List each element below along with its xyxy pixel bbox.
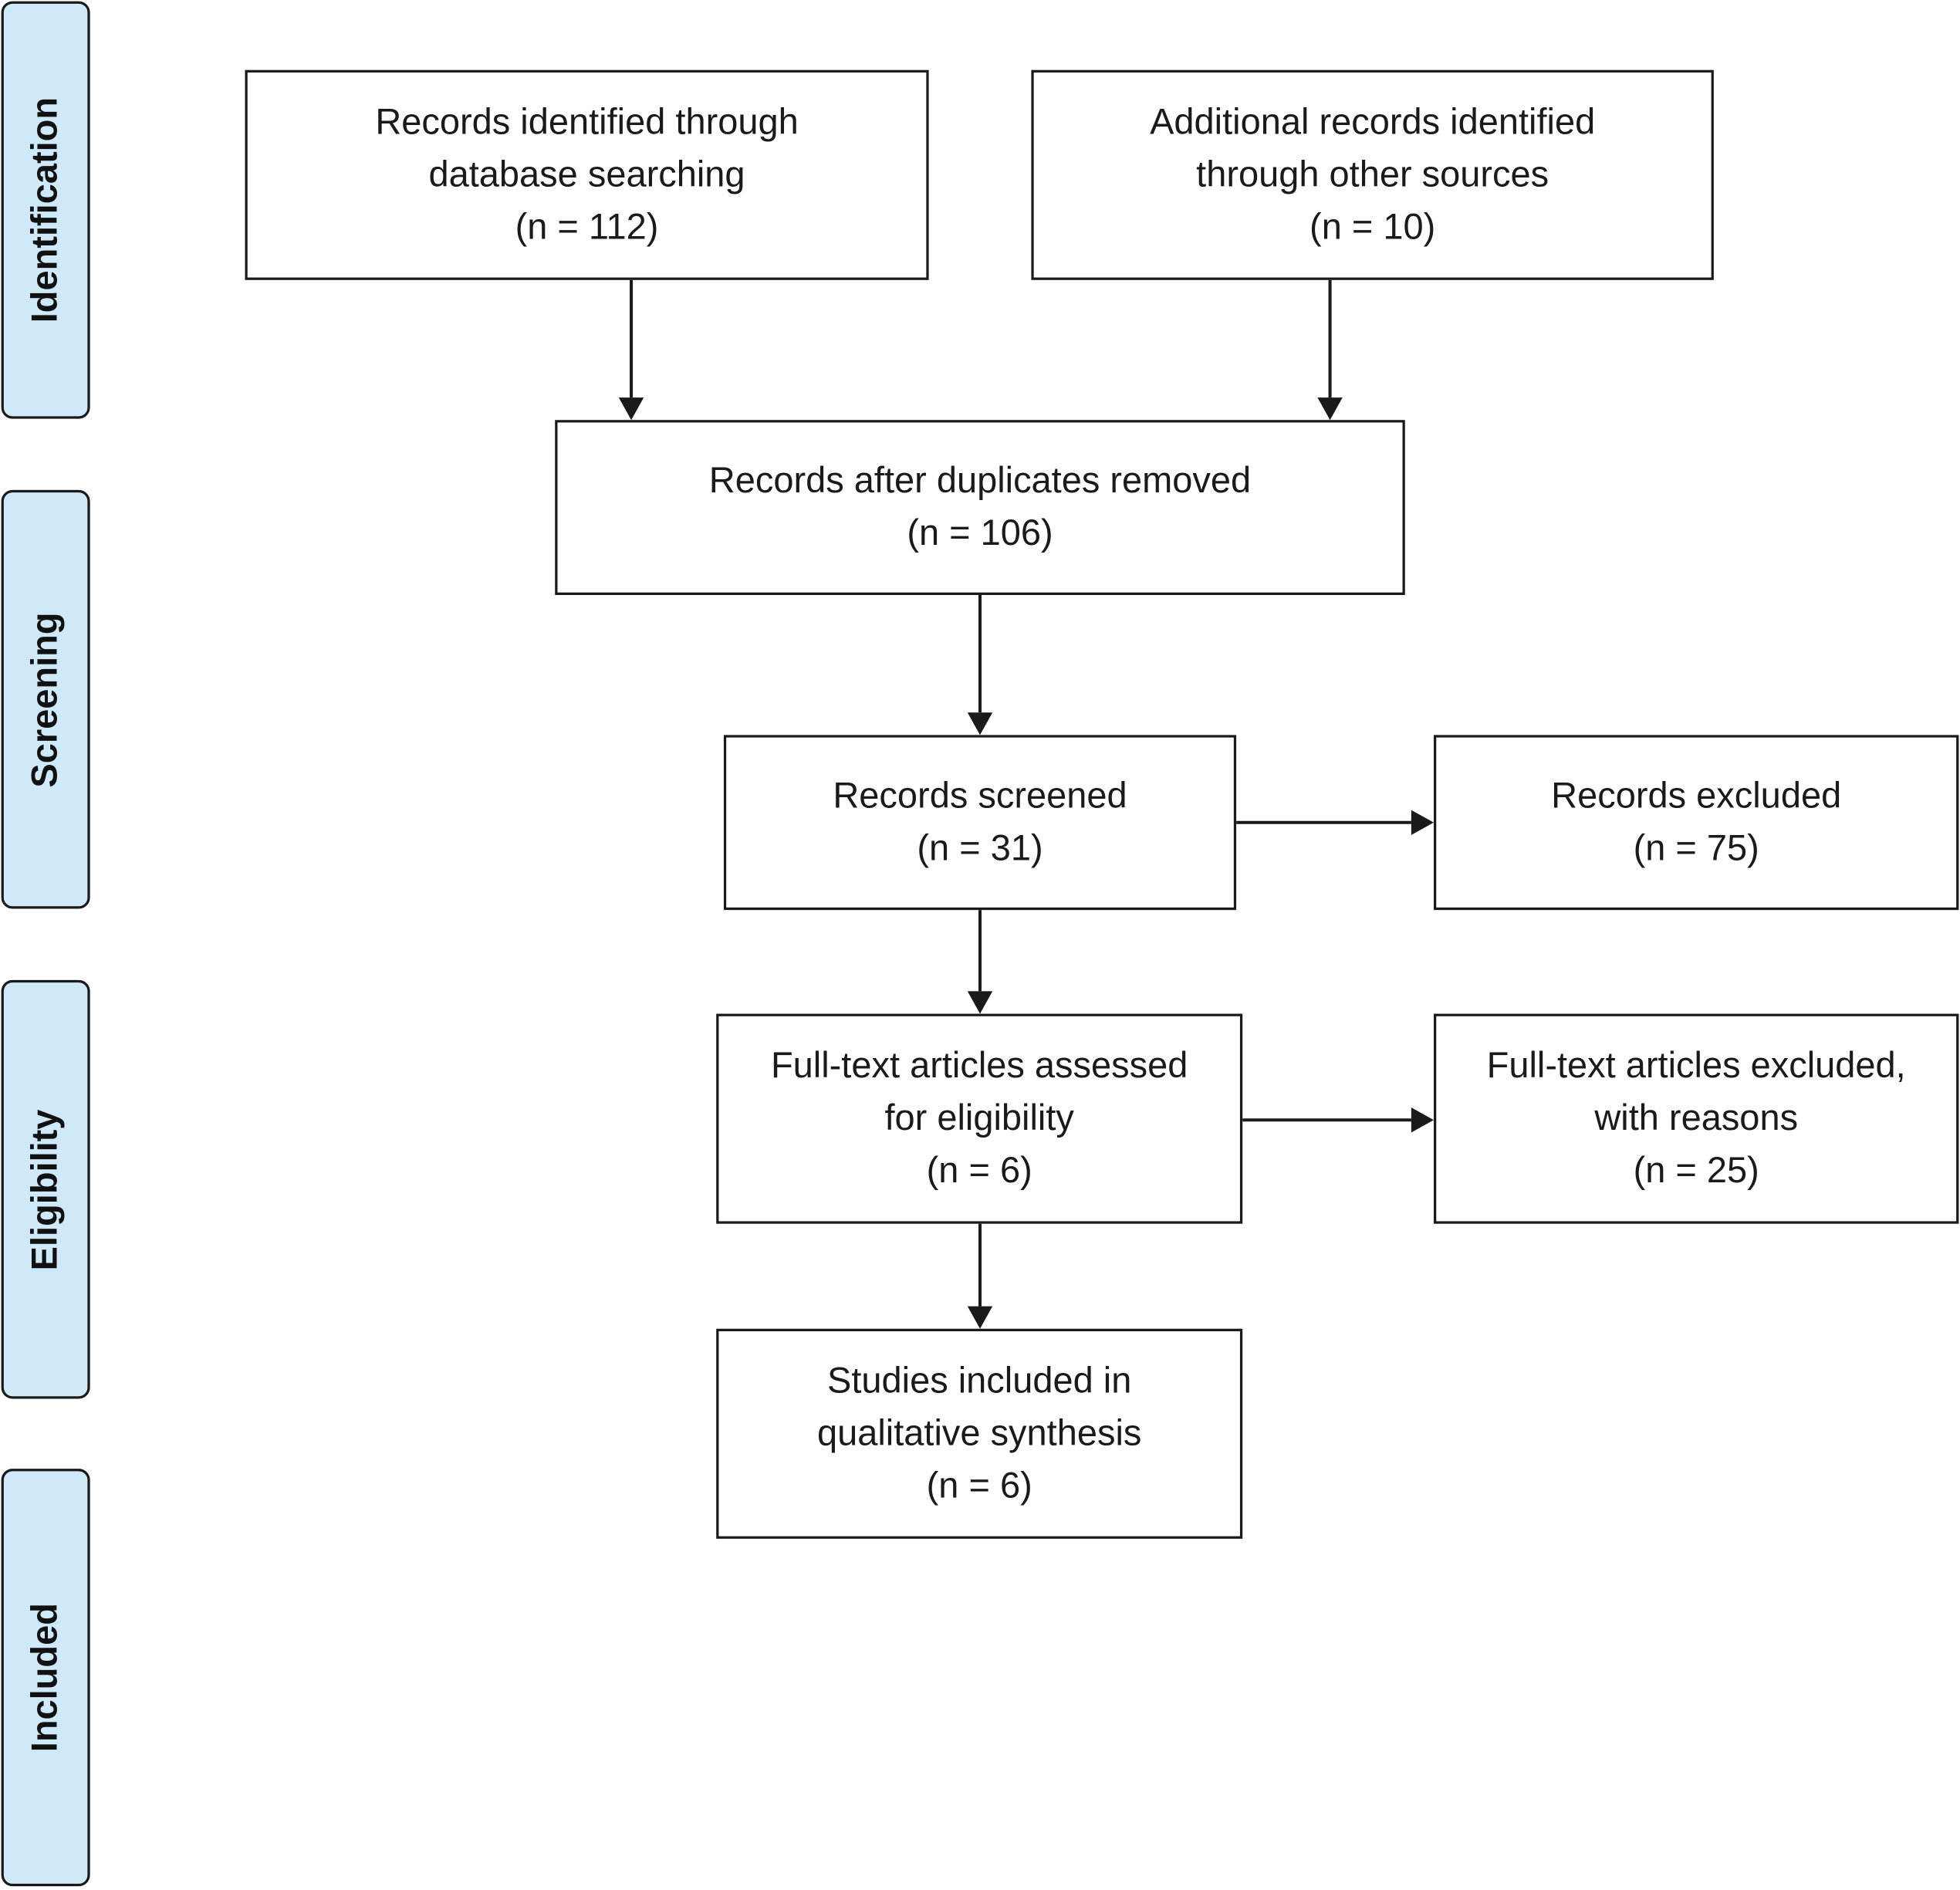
phase-eligibility: Eligibility xyxy=(1,979,90,1399)
box-database-line1: Records identified through xyxy=(375,102,799,143)
box-fulltext-assessed: Full-text articles assessed for eligibil… xyxy=(716,1013,1243,1224)
arrowhead-screened xyxy=(967,712,993,735)
box-database-line2: database searching xyxy=(428,154,745,195)
box-other-sources: Additional records identified through ot… xyxy=(1031,69,1714,280)
box-other-count: (n = 10) xyxy=(1309,207,1436,248)
box-records-screened: Records screened (n = 31) xyxy=(723,735,1237,911)
arrowhead-excluded xyxy=(1411,810,1435,835)
box-fulltext-line2: for eligibility xyxy=(884,1098,1074,1139)
arrowhead-database xyxy=(618,397,644,421)
box-duplicates-count: (n = 106) xyxy=(907,513,1053,554)
box-other-line2: through other sources xyxy=(1196,154,1549,195)
box-other-line1: Additional records identified xyxy=(1150,102,1596,143)
box-database-records: Records identified through database sear… xyxy=(245,69,929,280)
box-after-duplicates: Records after duplicates removed (n = 10… xyxy=(555,420,1405,595)
arrowhead-fulltext-excluded xyxy=(1411,1107,1435,1133)
phase-included: Included xyxy=(1,1469,90,1887)
box-screened-line1: Records screened xyxy=(833,776,1127,817)
box-fulltext-excluded-count: (n = 25) xyxy=(1633,1151,1759,1192)
box-records-excluded: Records excluded (n = 75) xyxy=(1434,735,1959,911)
box-included-line2: qualitative synthesis xyxy=(816,1413,1142,1454)
box-fulltext-count: (n = 6) xyxy=(926,1151,1032,1192)
box-duplicates-line1: Records after duplicates removed xyxy=(708,461,1252,502)
box-database-count: (n = 112) xyxy=(515,207,659,248)
box-fulltext-excluded-line2: with reasons xyxy=(1594,1098,1799,1139)
box-excluded-count: (n = 75) xyxy=(1633,828,1759,869)
box-fulltext-line1: Full-text articles assessed xyxy=(770,1046,1188,1087)
box-included-count: (n = 6) xyxy=(926,1466,1032,1506)
arrowhead-other xyxy=(1317,397,1343,421)
box-fulltext-excluded: Full-text articles excluded, with reason… xyxy=(1434,1013,1959,1224)
box-excluded-line1: Records excluded xyxy=(1551,776,1842,817)
phase-screening: Screening xyxy=(1,489,90,909)
phase-identification: Identification xyxy=(1,1,90,419)
arrowhead-fulltext xyxy=(967,991,993,1014)
box-studies-included: Studies included in qualitative synthesi… xyxy=(716,1328,1243,1539)
arrowhead-included xyxy=(967,1306,993,1329)
box-included-line1: Studies included in xyxy=(826,1361,1132,1401)
box-fulltext-excluded-line1: Full-text articles excluded, xyxy=(1486,1046,1906,1087)
box-screened-count: (n = 31) xyxy=(917,828,1043,869)
